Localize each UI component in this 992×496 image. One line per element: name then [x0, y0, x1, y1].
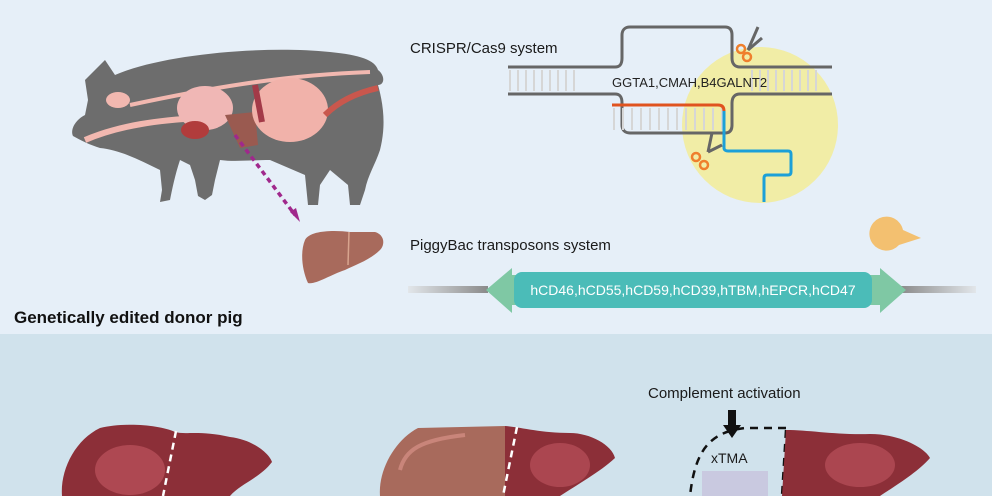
itr-arrow-right	[880, 268, 906, 313]
pig-illustration	[72, 49, 384, 205]
donor-liver-ligament	[347, 231, 350, 266]
pig-colon	[322, 85, 379, 118]
transgene-list: hCD46,hCD55,hCD59,hCD39,hTBM,hEPCR,hCD47	[530, 282, 856, 298]
transposase-icon	[869, 216, 921, 251]
pig-intestines	[252, 78, 328, 142]
donor-liver-small	[302, 230, 384, 284]
pig-spine	[129, 70, 371, 107]
pig-liver-in-body	[225, 112, 258, 148]
organ-harvest-arrowhead	[290, 208, 300, 222]
auxiliary-liver-graft	[379, 426, 505, 496]
recipient-liver-left	[61, 424, 272, 496]
xtma-label: xTMA	[711, 450, 748, 466]
dna-base-pairs	[509, 70, 817, 130]
pig-lungs	[177, 86, 233, 130]
dna-double-strand	[508, 25, 832, 135]
complement-arrow	[723, 410, 741, 438]
guide-rna	[612, 103, 726, 112]
panel-title: Genetically edited donor pig	[14, 308, 243, 327]
scissors-icon-bottom	[690, 132, 723, 171]
knockout-genes-label: GGTA1,CMAH,B4GALNT2	[612, 75, 768, 90]
pig-heart	[181, 121, 209, 139]
pig-stomach	[252, 84, 265, 123]
xtma-histology-image	[702, 471, 768, 496]
tracr-rna	[722, 111, 793, 202]
vector-backbone-right	[900, 286, 976, 293]
vector-backbone-left	[408, 286, 488, 293]
scissors-icon-top	[735, 26, 763, 63]
crispr-system-label: CRISPR/Cas9 system	[410, 40, 558, 57]
organ-harvest-arrow	[233, 133, 297, 217]
transgene-cassette: hCD46,hCD55,hCD59,hCD39,hTBM,hEPCR,hCD47	[514, 272, 872, 308]
complement-activation-label: Complement activation	[648, 385, 801, 402]
xtma-region-outline	[688, 426, 786, 496]
piggybac-system-label: PiggyBac transposons system	[410, 237, 611, 254]
pig-brain	[106, 92, 130, 108]
